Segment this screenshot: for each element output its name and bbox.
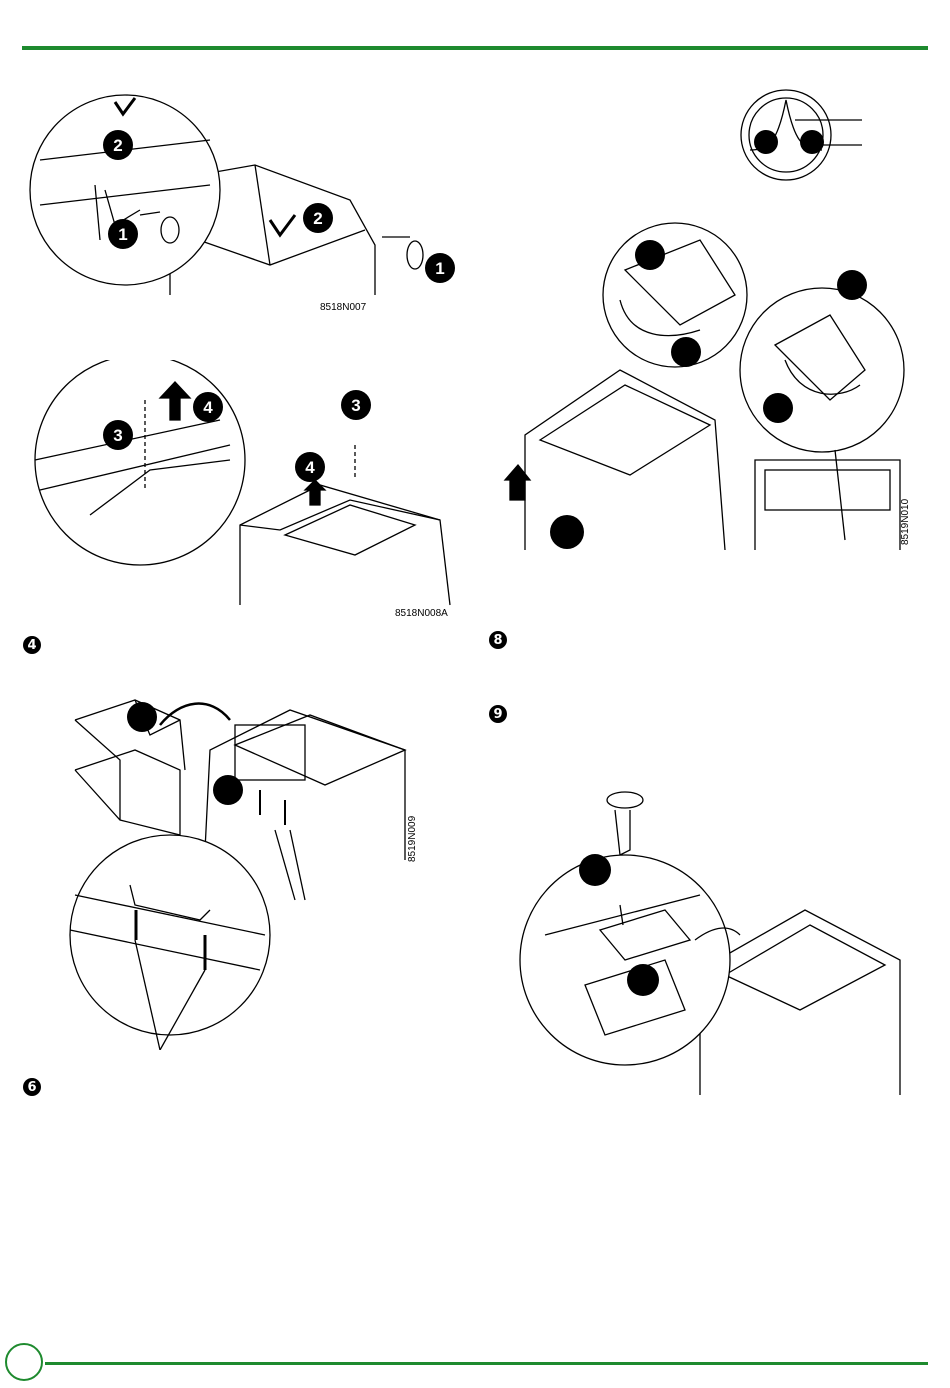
figure-1-illustration: 2 1 2 1 — [20, 90, 470, 320]
header-rule — [22, 46, 928, 50]
page-number-badge — [5, 1343, 43, 1381]
fig2-callout-4: 4 — [305, 458, 315, 477]
fig1-callout-3: 2 — [313, 209, 322, 228]
figure-3-illustration — [60, 690, 430, 1050]
figure-2-illustration: 4 3 3 4 — [20, 360, 470, 625]
figure-3: 8519N009 — [60, 690, 430, 1050]
figure-2: 4 3 3 4 8518N008A — [20, 360, 470, 625]
fig1-callout-1: 2 — [113, 136, 122, 155]
fig2-callout-2: 3 — [113, 426, 122, 445]
figure-3-code-abs: 8519N009 — [407, 816, 418, 862]
fig1-callout-4: 1 — [435, 259, 444, 278]
figure-2-code: 8518N008A — [395, 608, 448, 619]
figure-1: 2 1 2 1 8518N007 — [20, 90, 470, 320]
figure-4: 8519N010 — [500, 80, 920, 555]
fig1-callout-2: 1 — [118, 225, 127, 244]
figure-4-illustration — [500, 80, 920, 555]
fig2-callout-3: 3 — [351, 396, 360, 415]
figure-5 — [515, 785, 910, 1100]
figure-4-code: 8519N010 — [900, 499, 911, 545]
figure-1-code: 8518N007 — [320, 302, 366, 313]
fig2-callout-1: 4 — [203, 398, 213, 417]
footer-rule — [45, 1362, 928, 1365]
step-4-marker: 4 — [23, 636, 41, 654]
step-8-marker: 8 — [489, 631, 507, 649]
step-9-marker: 9 — [489, 705, 507, 723]
figure-5-illustration — [515, 785, 910, 1100]
step-6-marker: 6 — [23, 1078, 41, 1096]
